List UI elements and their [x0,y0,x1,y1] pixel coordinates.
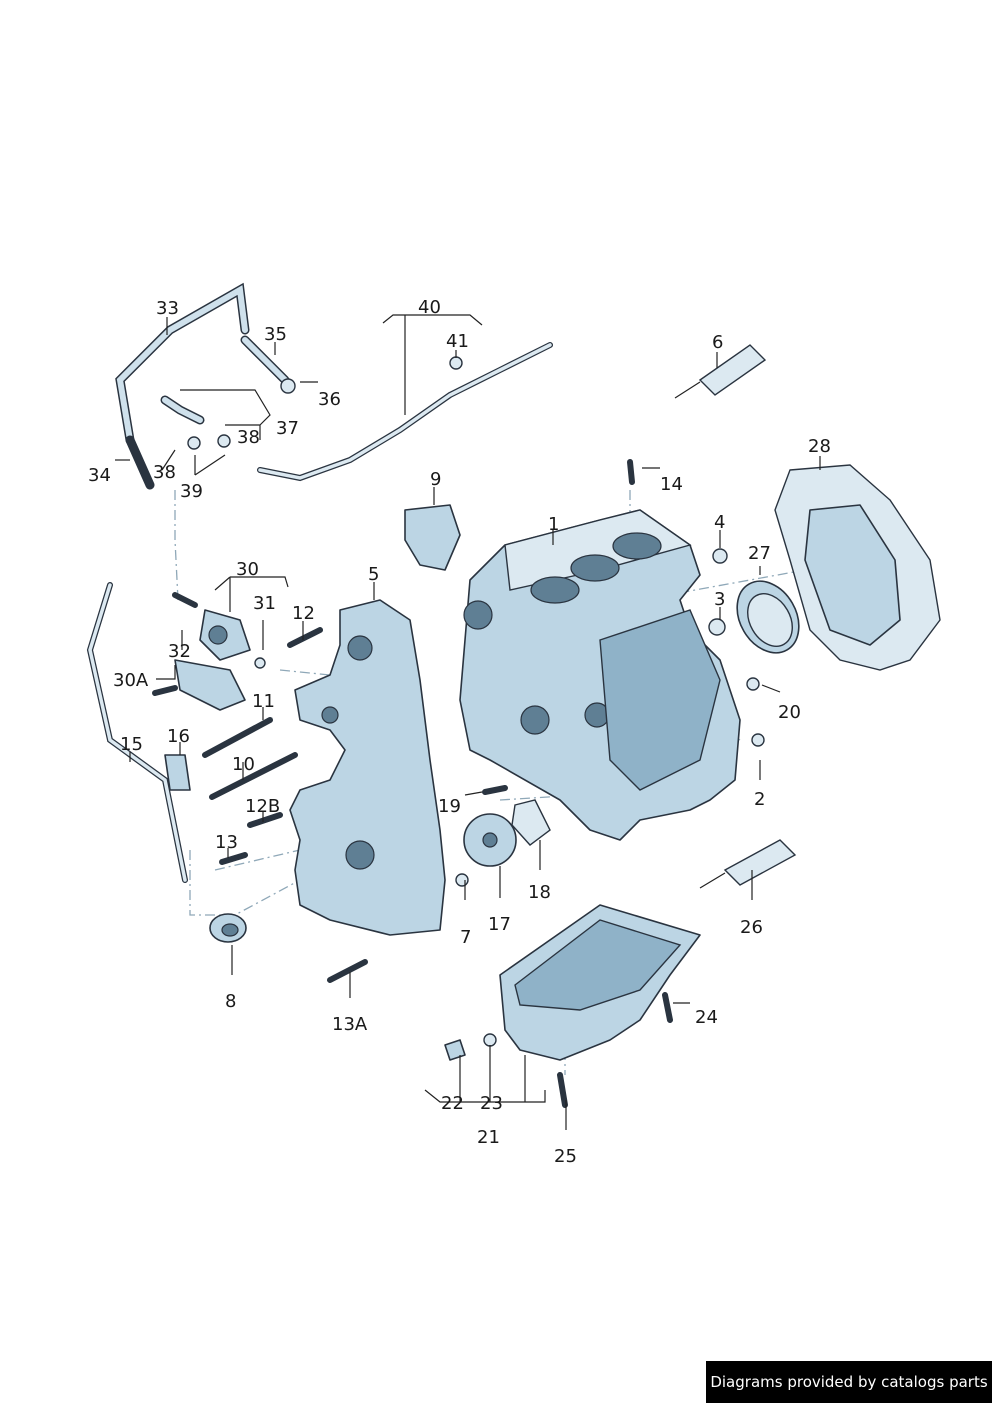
callout-24: 24 [695,1007,718,1028]
callout-26: 26 [740,917,763,938]
callout-4: 4 [714,512,725,533]
callout-labels: 1 2 3 4 5 6 7 8 9 10 11 12 12B 13 13A 14… [88,297,831,1167]
crankshaft-seal [209,913,247,943]
callout-9: 9 [430,469,441,490]
oil-pump-sprocket [463,813,517,867]
callout-7: 7 [460,927,471,948]
callout-1: 1 [548,514,559,535]
callout-16: 16 [167,726,190,747]
callout-2: 2 [754,789,765,810]
callout-34: 34 [88,465,111,486]
callout-12: 12 [292,603,315,624]
callout-37: 37 [276,418,299,439]
callout-13a: 13A [332,1014,368,1035]
callout-22: 22 [441,1093,464,1114]
callout-38-lower: 38 [153,462,176,483]
water-pump-housing [199,609,251,661]
bolts [152,459,673,1108]
callout-5: 5 [368,564,379,585]
callout-15: 15 [120,734,143,755]
callout-38-upper: 38 [237,427,260,448]
sealant-tube-26 [699,839,797,889]
callout-12b: 12B [245,796,280,817]
leader-lines [115,314,821,1130]
breather-hoses [115,282,290,490]
callout-25: 25 [554,1146,577,1167]
callout-14: 14 [660,474,683,495]
flange-gasket [511,799,551,846]
callout-13: 13 [215,832,238,853]
thermostat-housing [174,659,246,711]
callout-3: 3 [714,589,725,610]
seal-ring [736,580,800,654]
callout-41: 41 [446,331,469,352]
callout-11: 11 [252,691,275,712]
callout-30: 30 [236,559,259,580]
coolant-pipe [257,342,553,482]
callout-10: 10 [232,754,255,775]
dipstick [86,582,188,883]
callout-30a: 30A [113,670,149,691]
engine-bracket [404,504,461,571]
callout-19: 19 [438,796,461,817]
callout-18: 18 [528,882,551,903]
callout-23: 23 [480,1093,503,1114]
callout-40: 40 [418,297,441,318]
sealant-tube-6 [674,344,767,399]
callout-28: 28 [808,436,831,457]
timing-cover [289,599,446,936]
callout-17: 17 [488,914,511,935]
callout-39: 39 [180,481,203,502]
callout-20: 20 [778,702,801,723]
callout-31: 31 [253,593,276,614]
rear-gasket [774,464,941,671]
credit-banner: Diagrams provided by catalogs parts [706,1361,992,1403]
engine-block [459,509,741,841]
callout-35: 35 [264,324,287,345]
oil-pan [499,904,701,1061]
callout-21: 21 [477,1127,500,1148]
callout-36: 36 [318,389,341,410]
callout-27: 27 [748,543,771,564]
callout-8: 8 [225,991,236,1012]
callout-6: 6 [712,332,723,353]
callout-33: 33 [156,298,179,319]
callout-32: 32 [168,641,191,662]
